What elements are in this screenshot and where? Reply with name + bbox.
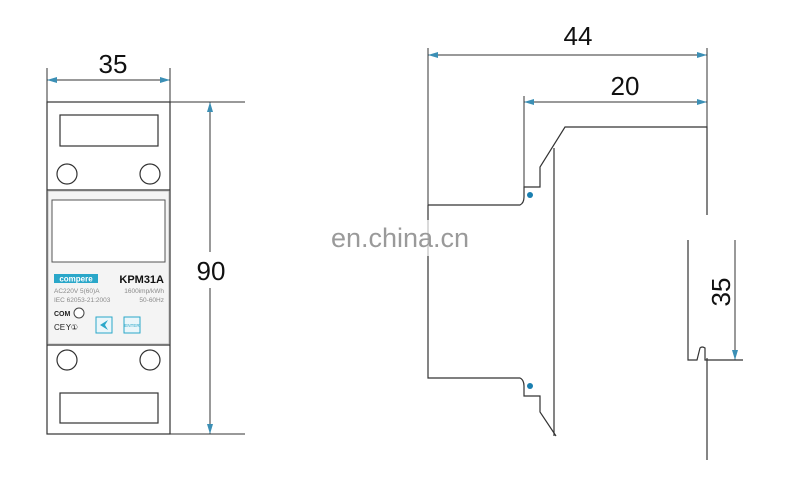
din-rail-clip (687, 240, 743, 361)
dot-marker (527, 383, 533, 389)
lcd-display (51, 199, 166, 263)
dimension-front-width: 35 (46, 49, 171, 102)
screw-hole (56, 349, 78, 371)
com-label: COM (54, 311, 71, 318)
enter-label: ENTER (124, 323, 140, 328)
top-terminal-window (59, 114, 159, 147)
model-label: KPM31A (119, 274, 164, 286)
screw-hole (139, 349, 161, 371)
com-port (73, 307, 85, 319)
dimension-front-height: 90 (170, 101, 245, 435)
dimension-label: 35 (99, 49, 128, 79)
dot-marker (527, 192, 533, 198)
standard-label: IEC 62053-21:2003 (54, 297, 111, 304)
dimension-label: 35 (706, 278, 736, 307)
brand-text: compere (59, 275, 93, 284)
brand-logo (54, 274, 98, 283)
dimension-side-front: 20 (523, 71, 707, 187)
impulse-label: 1600imp/kWh (124, 288, 164, 295)
dimension-label: 20 (611, 71, 640, 101)
dimension-side-total: 44 (427, 21, 708, 205)
watermark: en.china.cn (331, 223, 469, 253)
front-view: compere KPM31A AC220V 5(60)A 1600imp/kWh… (46, 101, 171, 435)
arrow-left-icon (100, 320, 108, 330)
enter-button[interactable] (123, 316, 141, 334)
ce-mark: CE (54, 323, 65, 332)
rating-label: AC220V 5(60)A (54, 288, 100, 295)
screw-hole (56, 163, 78, 185)
cert-icons: Y① (65, 323, 78, 332)
frequency-label: 50-60Hz (139, 297, 164, 304)
dimension-label: 90 (197, 256, 226, 286)
dimension-rail: 35 (706, 240, 738, 360)
dimension-label: 44 (564, 21, 593, 51)
side-view (427, 126, 743, 460)
front-outline (46, 101, 171, 435)
screw-hole (139, 163, 161, 185)
bottom-terminal-window (59, 392, 159, 424)
